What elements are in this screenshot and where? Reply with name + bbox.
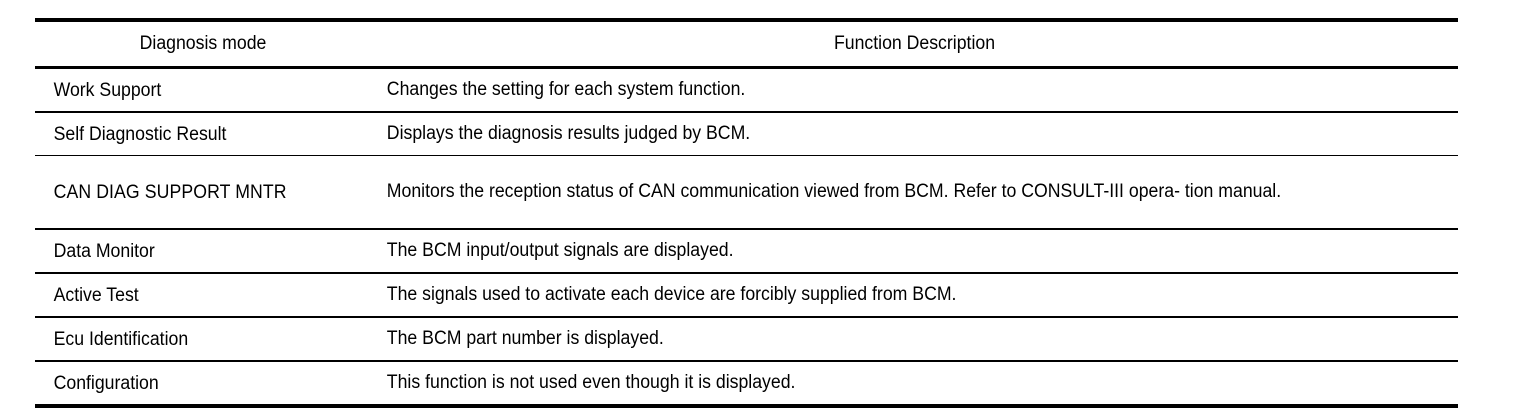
cell-diagnosis-mode: Configuration (35, 361, 371, 406)
cell-function-description: The BCM part number is displayed. (371, 317, 1458, 362)
table-body: Work Support Changes the setting for eac… (35, 67, 1458, 407)
cell-function-description: This function is not used even though it… (371, 361, 1458, 406)
column-header-diagnosis-mode: Diagnosis mode (35, 20, 371, 69)
diagnosis-mode-label: Self Diagnostic Result (53, 123, 227, 145)
cell-function-description: Displays the diagnosis results judged by… (371, 112, 1458, 156)
table-row: Configuration This function is not used … (35, 361, 1458, 406)
cell-diagnosis-mode: Work Support (35, 67, 371, 113)
cell-diagnosis-mode: Ecu Identification (35, 317, 371, 362)
cell-diagnosis-mode: Active Test (35, 273, 371, 318)
diagnosis-mode-label: Configuration (53, 372, 159, 394)
diagnosis-mode-table: Diagnosis mode Function Description Work… (35, 18, 1458, 408)
cell-function-description: Changes the setting for each system func… (371, 67, 1458, 113)
diagnosis-mode-table-wrapper: Diagnosis mode Function Description Work… (35, 18, 1458, 408)
diagnosis-mode-label: Active Test (53, 284, 139, 306)
cell-function-description: The signals used to activate each device… (371, 273, 1458, 318)
table-row: Active Test The signals used to activate… (35, 273, 1458, 318)
cell-diagnosis-mode: Data Monitor (35, 229, 371, 274)
cell-function-description: The BCM input/output signals are display… (371, 229, 1458, 274)
table-row: CAN DIAG SUPPORT MNTR Monitors the recep… (35, 155, 1458, 230)
cell-function-description: Monitors the reception status of CAN com… (371, 155, 1458, 230)
column-header-diagnosis-mode-label: Diagnosis mode (139, 33, 267, 54)
function-description-text: The signals used to activate each device… (386, 284, 957, 305)
table-row: Work Support Changes the setting for eac… (35, 67, 1458, 113)
function-description-text: Monitors the reception status of CAN com… (386, 181, 1282, 202)
table-row: Self Diagnostic Result Displays the diag… (35, 112, 1458, 156)
cell-diagnosis-mode: CAN DIAG SUPPORT MNTR (35, 155, 371, 230)
diagnosis-mode-label: Data Monitor (53, 240, 155, 262)
function-description-text: The BCM part number is displayed. (386, 328, 664, 349)
table-header-row: Diagnosis mode Function Description (35, 20, 1458, 69)
function-description-text: This function is not used even though it… (386, 372, 796, 393)
diagnosis-mode-label: Work Support (53, 79, 162, 101)
table-row: Ecu Identification The BCM part number i… (35, 317, 1458, 362)
function-description-text: Changes the setting for each system func… (386, 79, 746, 100)
function-description-text: The BCM input/output signals are display… (386, 240, 734, 261)
diagnosis-mode-label: Ecu Identification (53, 328, 189, 350)
diagnosis-mode-label: CAN DIAG SUPPORT MNTR (53, 181, 287, 203)
column-header-function-description-label: Function Description (833, 33, 996, 54)
column-header-function-description: Function Description (371, 20, 1458, 69)
cell-diagnosis-mode: Self Diagnostic Result (35, 112, 371, 156)
table-row: Data Monitor The BCM input/output signal… (35, 229, 1458, 274)
function-description-text: Displays the diagnosis results judged by… (386, 123, 751, 144)
table-header: Diagnosis mode Function Description (35, 20, 1458, 69)
